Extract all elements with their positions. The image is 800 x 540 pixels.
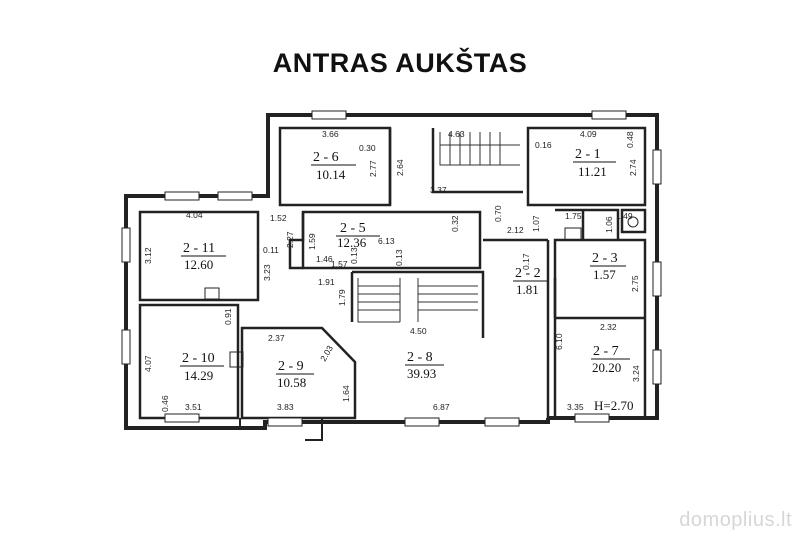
dimension-labels: 3.66 0.30 2.77 2.64 4.63 0.16 4.09 0.48 … (143, 129, 641, 412)
room-2-2-label: 2 - 2 1.81 (513, 266, 547, 297)
stairs-lower (357, 278, 478, 323)
windows (121, 110, 662, 427)
svg-text:2 - 11: 2 - 11 (183, 241, 215, 256)
svg-text:6.87: 6.87 (433, 402, 450, 412)
room-2-9-label: 2 - 9 10.58 (276, 359, 314, 390)
room-2-6-label: 2 - 6 10.14 (311, 150, 356, 182)
plan-title: ANTRAS AUKŠTAS (272, 48, 528, 78)
ceiling-height: H=2.70 (594, 398, 633, 413)
svg-text:1.91: 1.91 (318, 277, 335, 287)
fixtures (204, 216, 639, 368)
svg-text:39.93: 39.93 (407, 366, 436, 381)
room-2-5-label: 2 - 5 12.36 (336, 221, 380, 250)
svg-text:3.83: 3.83 (277, 402, 294, 412)
svg-text:2 - 5: 2 - 5 (340, 221, 366, 236)
svg-text:3.35: 3.35 (567, 402, 584, 412)
room-2-8-label: 2 - 8 39.93 (405, 350, 444, 381)
svg-text:1.57: 1.57 (593, 267, 616, 282)
svg-text:0.30: 0.30 (359, 143, 376, 153)
svg-text:2.64: 2.64 (395, 159, 405, 176)
svg-text:3.12: 3.12 (143, 247, 153, 264)
svg-text:6.10: 6.10 (554, 333, 564, 350)
svg-text:2.12: 2.12 (507, 225, 524, 235)
svg-text:1.59: 1.59 (307, 233, 317, 250)
svg-text:2 - 10: 2 - 10 (182, 351, 215, 366)
svg-text:4.04: 4.04 (186, 210, 203, 220)
room-2-7-label: 2 - 7 20.20 (591, 344, 630, 375)
svg-text:0.11: 0.11 (263, 245, 279, 255)
svg-text:2.32: 2.32 (600, 322, 617, 332)
svg-text:0.48: 0.48 (625, 131, 635, 148)
svg-text:1.52: 1.52 (270, 213, 287, 223)
svg-text:1.64: 1.64 (341, 385, 351, 402)
room-2-1-label: 2 - 1 11.21 (573, 147, 616, 179)
room-2-10-label: 2 - 10 14.29 (180, 351, 224, 383)
watermark: domoplius.lt (679, 509, 792, 531)
svg-text:3.24: 3.24 (631, 365, 641, 382)
svg-text:0.46: 0.46 (160, 395, 170, 412)
svg-text:4.50: 4.50 (410, 326, 427, 336)
svg-text:1.79: 1.79 (337, 289, 347, 306)
svg-text:11.21: 11.21 (578, 164, 607, 179)
svg-text:3.23: 3.23 (262, 264, 272, 281)
room-2-11-label: 2 - 11 12.60 (181, 241, 226, 272)
svg-text:0.70: 0.70 (493, 205, 503, 222)
svg-text:2 - 9: 2 - 9 (278, 359, 304, 374)
svg-text:1.06: 1.06 (604, 216, 614, 233)
room-2-3-label: 2 - 3 1.57 (590, 251, 626, 282)
svg-text:0.16: 0.16 (535, 140, 552, 150)
svg-text:1.49: 1.49 (616, 211, 633, 221)
svg-text:2.74: 2.74 (628, 159, 638, 176)
svg-text:3.51: 3.51 (185, 402, 202, 412)
svg-text:12.60: 12.60 (184, 257, 213, 272)
svg-text:0.17: 0.17 (521, 253, 531, 270)
svg-text:14.29: 14.29 (184, 368, 213, 383)
svg-text:2.03: 2.03 (318, 343, 335, 363)
svg-text:2.77: 2.77 (368, 160, 378, 177)
svg-text:12.36: 12.36 (337, 235, 367, 250)
svg-text:1.81: 1.81 (516, 282, 539, 297)
svg-text:2 - 7: 2 - 7 (593, 344, 619, 359)
svg-text:10.14: 10.14 (316, 167, 346, 182)
svg-text:1.46: 1.46 (316, 254, 333, 264)
interior-walls (138, 126, 647, 420)
svg-text:3.66: 3.66 (322, 129, 339, 139)
svg-text:2 - 1: 2 - 1 (575, 147, 601, 162)
svg-text:1.07: 1.07 (531, 215, 541, 232)
svg-text:0.13: 0.13 (394, 249, 404, 266)
stairs-upper (439, 132, 520, 166)
svg-text:2 - 6: 2 - 6 (313, 150, 339, 165)
svg-text:10.58: 10.58 (277, 375, 306, 390)
svg-text:1.57: 1.57 (331, 259, 348, 269)
svg-text:0.91: 0.91 (223, 308, 233, 325)
svg-text:2.27: 2.27 (285, 231, 295, 248)
svg-text:0.13: 0.13 (349, 247, 359, 264)
svg-text:2 - 3: 2 - 3 (592, 251, 618, 266)
svg-text:1.75: 1.75 (565, 211, 582, 221)
svg-text:2.75: 2.75 (630, 275, 640, 292)
svg-text:6.13: 6.13 (378, 236, 395, 246)
svg-text:4.63: 4.63 (448, 129, 465, 139)
svg-text:4.09: 4.09 (580, 129, 597, 139)
svg-text:2.37: 2.37 (268, 333, 285, 343)
svg-text:2 - 8: 2 - 8 (407, 350, 433, 365)
svg-text:2 - 2: 2 - 2 (515, 266, 541, 281)
svg-text:4.07: 4.07 (143, 355, 153, 372)
svg-text:20.20: 20.20 (592, 360, 621, 375)
svg-text:3.37: 3.37 (430, 185, 447, 195)
svg-text:0.32: 0.32 (450, 215, 460, 232)
